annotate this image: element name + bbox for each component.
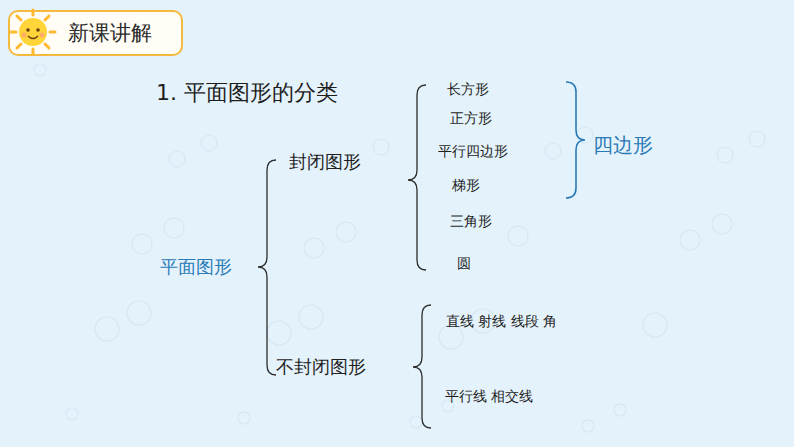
shape-name: 三角形	[450, 213, 492, 229]
shape-name: 正方形	[450, 110, 492, 126]
header-text: 新课讲解	[68, 23, 181, 44]
background-dot	[717, 147, 733, 163]
background-dot	[164, 218, 184, 238]
background-dot	[127, 301, 151, 325]
header-box: 新课讲解	[8, 10, 183, 56]
background-dot	[304, 238, 324, 258]
bracket	[258, 85, 431, 428]
background-dot	[643, 313, 667, 337]
background-dot	[373, 139, 389, 155]
group-bracket	[566, 82, 585, 198]
background-dot	[299, 305, 323, 329]
section-title: 1. 平面图形的分类	[156, 80, 338, 105]
background-dot	[132, 234, 152, 254]
background-dot	[169, 151, 185, 167]
category-label: 封闭图形	[289, 152, 361, 173]
background-dot	[582, 420, 594, 432]
background-dot	[238, 412, 250, 424]
shape-name: 平行四边形	[438, 143, 508, 159]
category-label: 不封闭图形	[276, 357, 366, 378]
background-dot	[66, 408, 78, 420]
background-dot	[201, 135, 217, 151]
background-dot	[410, 416, 422, 428]
background-dot	[614, 404, 626, 416]
root-label: 平面图形	[160, 257, 232, 278]
background-dot	[712, 214, 732, 234]
shape-name: 圆	[457, 255, 471, 271]
background-dot	[267, 321, 291, 345]
background-dot	[95, 317, 119, 341]
background-dot	[545, 143, 561, 159]
background-dot	[749, 131, 765, 147]
background-dot	[336, 222, 356, 242]
background-dot	[34, 64, 46, 76]
group-label: 四边形	[593, 134, 653, 157]
background-dot	[680, 230, 700, 250]
shape-name: 长方形	[447, 81, 489, 97]
shape-name: 直线 射线 线段 角	[446, 313, 557, 329]
shape-name: 梯形	[452, 177, 480, 193]
shape-name: 平行线 相交线	[445, 388, 533, 404]
background-dot	[508, 226, 528, 246]
